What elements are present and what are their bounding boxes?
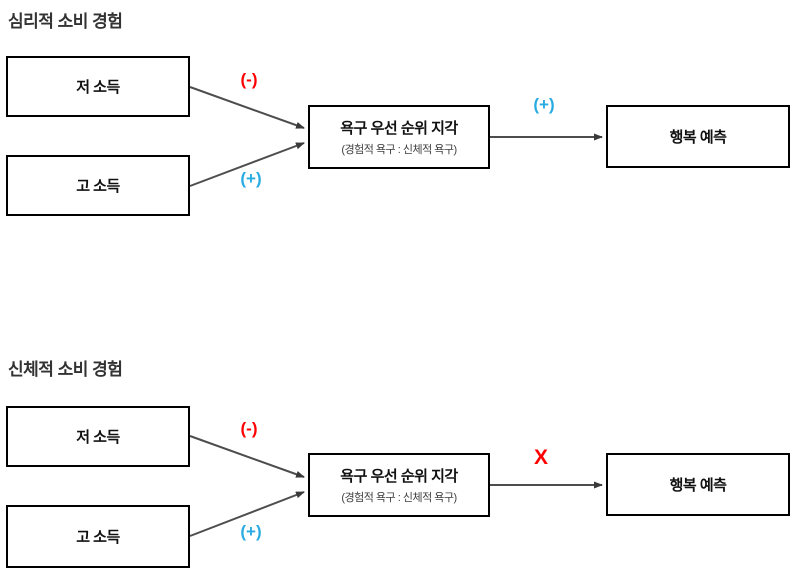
arrow-low-to-mediator-2 (189, 435, 305, 478)
box-low-income-1-label: 저 소득 (76, 79, 120, 96)
box-low-income-2: 저 소득 (6, 406, 190, 467)
box-high-income-2-label: 고 소득 (76, 529, 120, 546)
box-outcome-1: 행복 예측 (606, 105, 790, 168)
section-title-physical: 신체적 소비 경험 (8, 360, 123, 379)
box-mediator-1-title: 욕구 우선 순위 지각 (340, 120, 458, 137)
path-label-outcome-1: (+) (533, 95, 555, 114)
path-label-positive-2: (+) (240, 522, 262, 541)
box-outcome-2-label: 행복 예측 (669, 477, 727, 494)
section-title-psychological: 심리적 소비 경험 (8, 12, 123, 31)
box-high-income-1: 고 소득 (6, 155, 190, 216)
arrow-high-to-mediator-2 (189, 491, 305, 537)
arrow-low-to-mediator-1 (189, 86, 305, 129)
path-label-positive-1: (+) (240, 169, 262, 188)
path-label-outcome-blocked-2: X (533, 446, 548, 469)
box-low-income-2-label: 저 소득 (76, 429, 120, 446)
box-low-income-1: 저 소득 (6, 56, 190, 117)
path-label-negative-1: (-) (240, 70, 258, 89)
box-mediator-2: 욕구 우선 순위 지각 (경험적 욕구 : 신체적 욕구) (308, 453, 490, 517)
box-outcome-2: 행복 예측 (606, 453, 790, 516)
box-mediator-1-subtitle: (경험적 욕구 : 신체적 욕구) (341, 144, 457, 156)
box-high-income-1-label: 고 소득 (76, 178, 120, 195)
path-label-negative-2: (-) (240, 419, 258, 438)
arrow-high-to-mediator-1 (189, 142, 305, 187)
box-outcome-1-label: 행복 예측 (669, 129, 727, 146)
box-mediator-1: 욕구 우선 순위 지각 (경험적 욕구 : 신체적 욕구) (308, 105, 490, 169)
box-high-income-2: 고 소득 (6, 505, 190, 568)
box-mediator-2-subtitle: (경험적 욕구 : 신체적 욕구) (341, 492, 457, 504)
box-mediator-2-title: 욕구 우선 순위 지각 (340, 468, 458, 485)
